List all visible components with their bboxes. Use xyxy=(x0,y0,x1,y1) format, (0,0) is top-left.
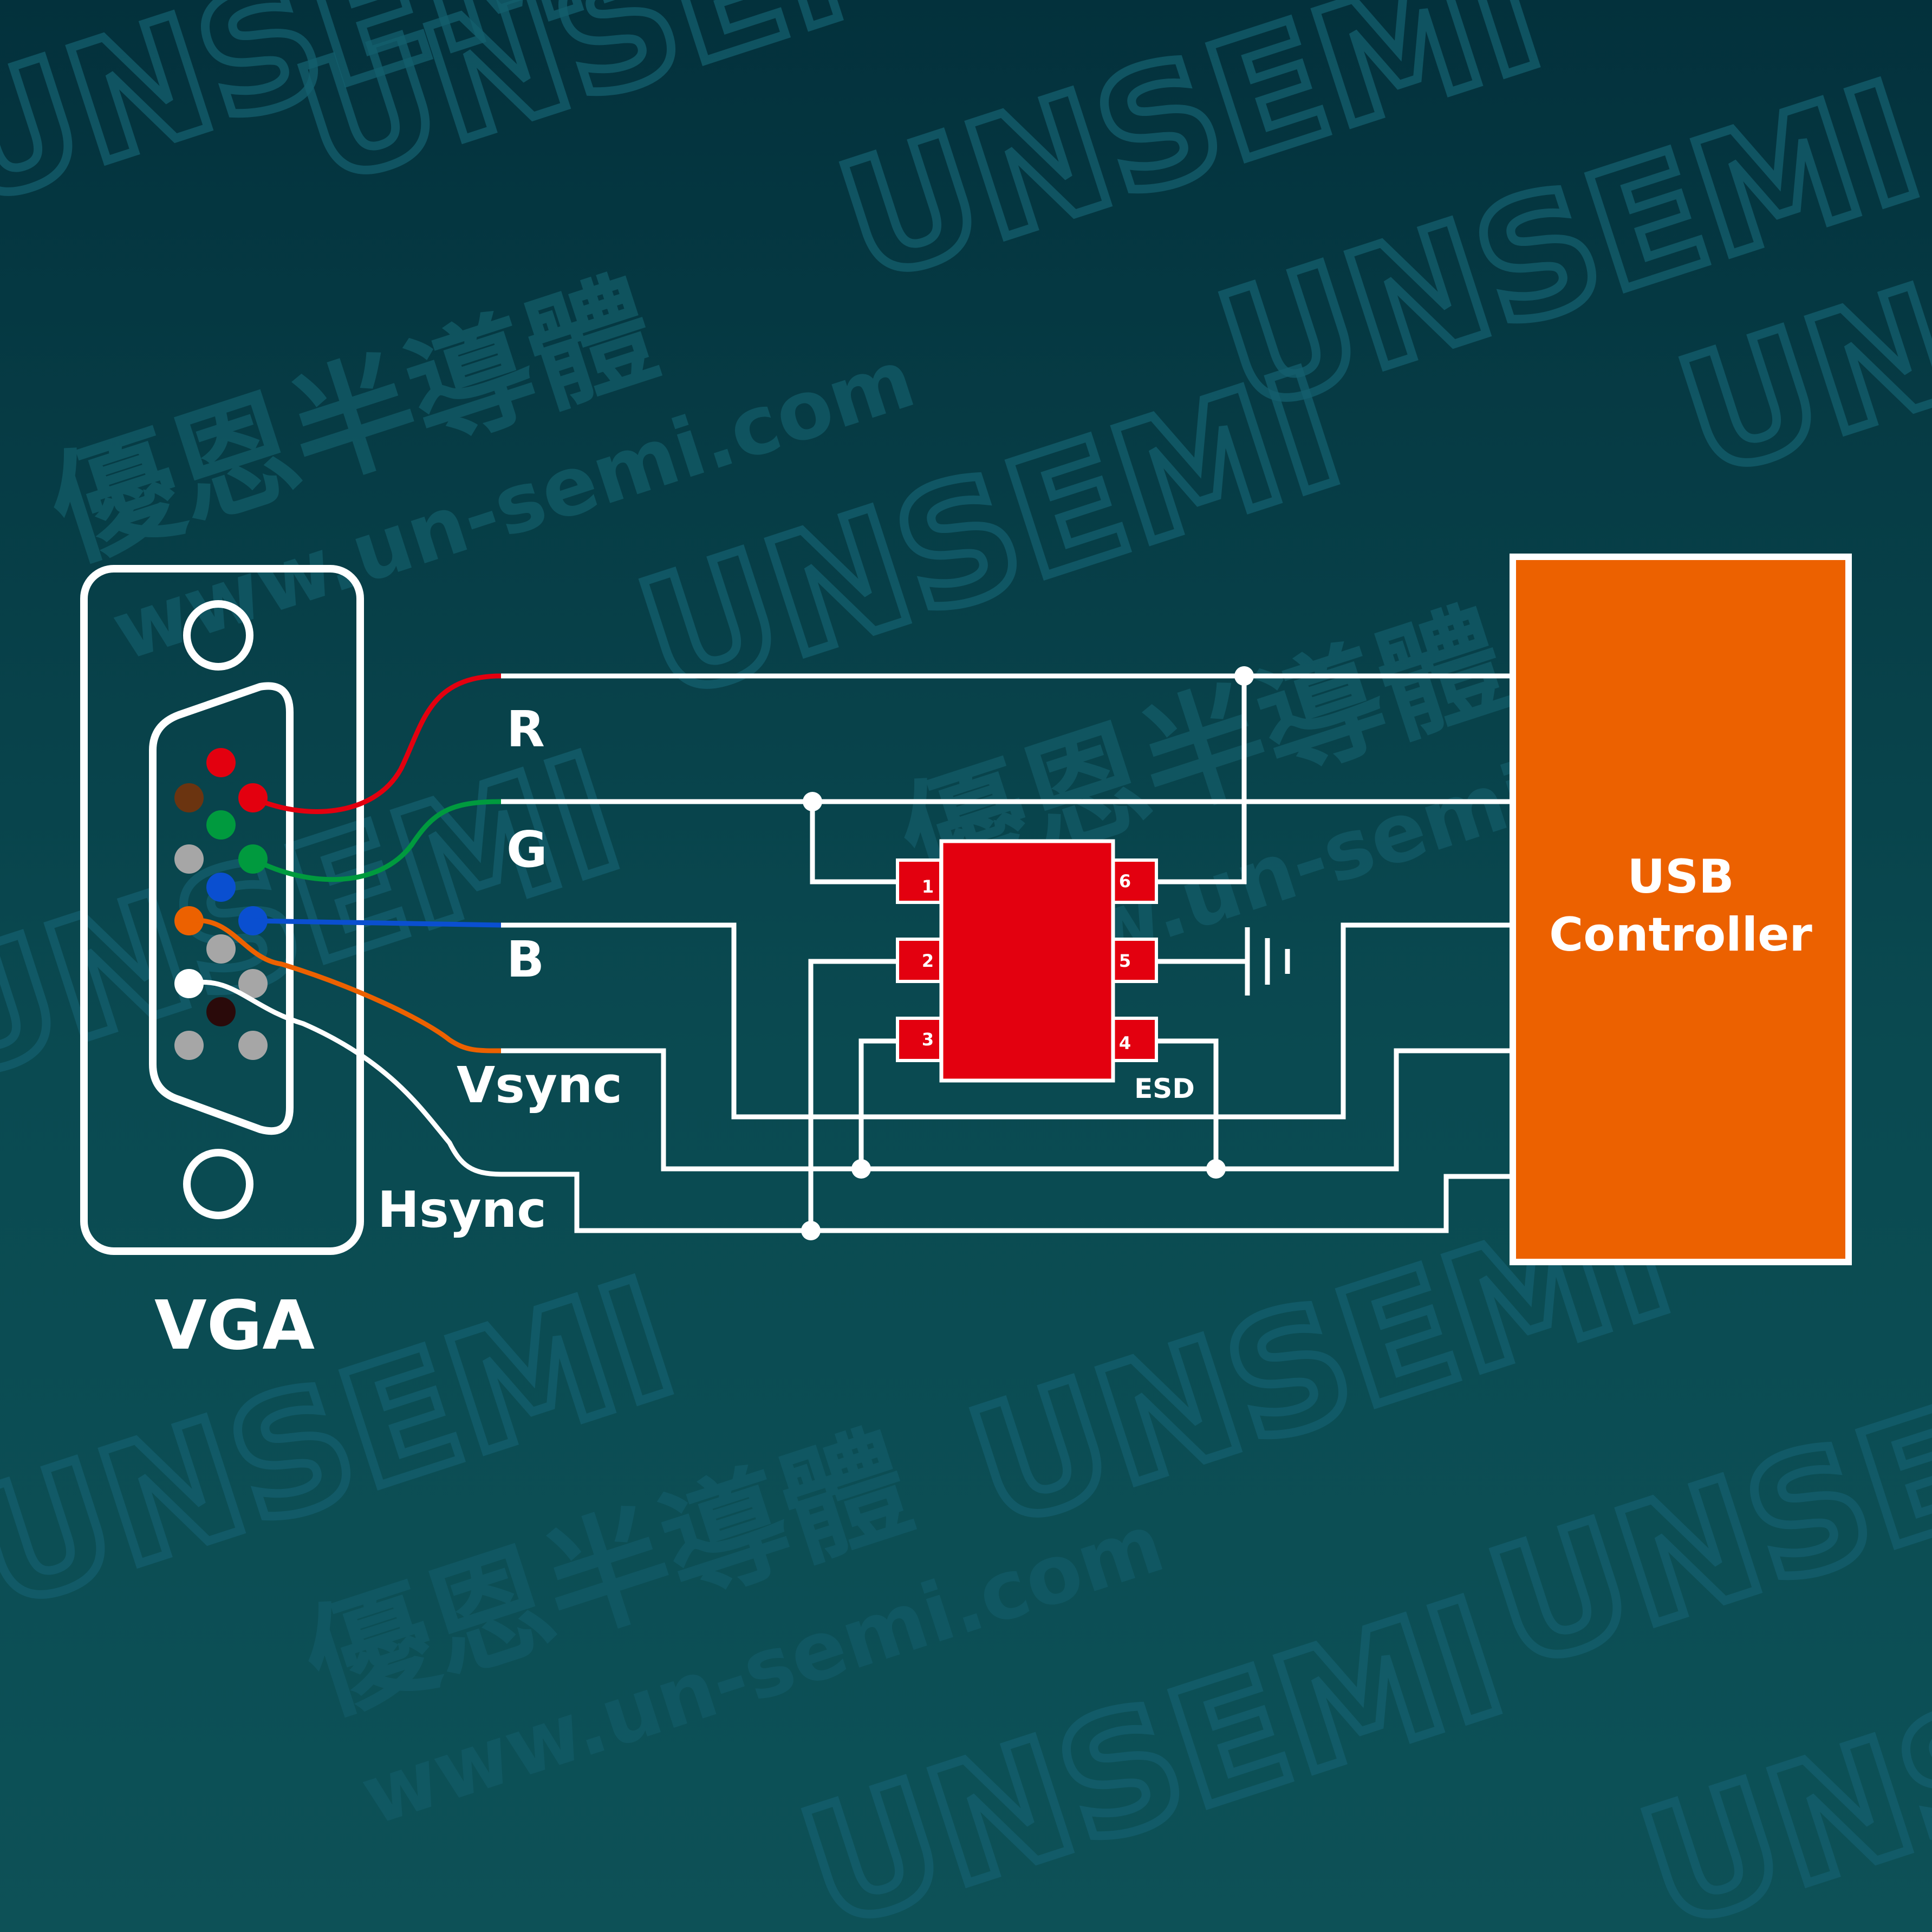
junction-dot xyxy=(1234,666,1254,686)
esd-pin-1: 1 xyxy=(922,876,934,897)
esd-pin-pad xyxy=(896,938,942,983)
vga-pin-blue xyxy=(206,873,236,902)
junction-dot xyxy=(1206,1159,1226,1179)
colored-wires xyxy=(188,673,502,1177)
junction-dot xyxy=(803,792,822,811)
vga-d-shell xyxy=(149,682,294,1135)
vga-pin-gray xyxy=(238,969,268,998)
esd-pin-4: 4 xyxy=(1119,1033,1131,1053)
vga-pin-brown xyxy=(174,783,204,812)
usb-controller-box xyxy=(1510,554,1852,1265)
esd-chip: 1 2 3 4 5 6 xyxy=(896,839,1158,1083)
trace-vsync xyxy=(501,1048,1513,1172)
trace-b xyxy=(501,922,1513,1120)
trace-r-to-esd-pin6 xyxy=(1156,676,1247,884)
junctions xyxy=(801,666,1254,1240)
vga-pin-red xyxy=(206,748,236,777)
esd-chip-body xyxy=(939,839,1115,1083)
vga-pin-gray xyxy=(238,1031,268,1060)
green-wire xyxy=(251,799,502,882)
signal-label-vsync: Vsync xyxy=(457,1056,622,1114)
esd-pin-6: 6 xyxy=(1119,871,1131,892)
orange-wire xyxy=(188,918,502,1053)
vga-pin-gray xyxy=(174,844,204,874)
usb-controller-line1: USB xyxy=(1627,850,1734,904)
red-wire xyxy=(252,673,502,814)
esd-pin-pad xyxy=(896,858,942,904)
signal-label-g: G xyxy=(506,821,548,879)
signal-label-r: R xyxy=(506,700,545,758)
trace-hsync xyxy=(501,1172,1513,1233)
esd-pin-3: 3 xyxy=(922,1029,934,1050)
trace-g-to-esd-pin1 xyxy=(810,802,896,884)
ground-symbol xyxy=(1245,927,1290,996)
vga-pin-green xyxy=(206,810,236,840)
usb-controller-line2: Controller xyxy=(1549,908,1812,962)
esd-label: ESD xyxy=(1134,1073,1195,1104)
trace-esd-pin2-to-hsync xyxy=(808,959,896,1231)
junction-dot xyxy=(851,1159,871,1179)
vga-label: VGA xyxy=(154,1286,315,1365)
esd-pin-5: 5 xyxy=(1119,951,1131,971)
esd-pin-2: 2 xyxy=(922,951,934,971)
vga-pin-gray xyxy=(206,934,236,964)
vga-pin-dark xyxy=(206,997,236,1026)
usb-controller-block: USB Controller xyxy=(1510,554,1852,1265)
esd-pin-pad xyxy=(1111,938,1158,983)
vga-mount-hole-top xyxy=(183,600,253,671)
vga-outer-frame xyxy=(80,565,364,1255)
vga-mount-hole-bottom xyxy=(183,1149,253,1219)
signal-traces xyxy=(501,673,1513,1233)
trace-esd-pin3-to-vsync xyxy=(858,1038,896,1169)
vga-connector xyxy=(80,565,364,1255)
signal-label-hsync: Hsync xyxy=(378,1181,547,1239)
junction-dot xyxy=(801,1221,821,1240)
vga-pin-gray xyxy=(174,1031,204,1060)
esd-pin-pad xyxy=(896,1017,942,1062)
signal-label-b: B xyxy=(506,931,544,988)
blue-wire xyxy=(252,918,502,928)
trace-esd-pin4-to-vsync xyxy=(1156,1038,1219,1169)
white-wire xyxy=(188,979,502,1177)
